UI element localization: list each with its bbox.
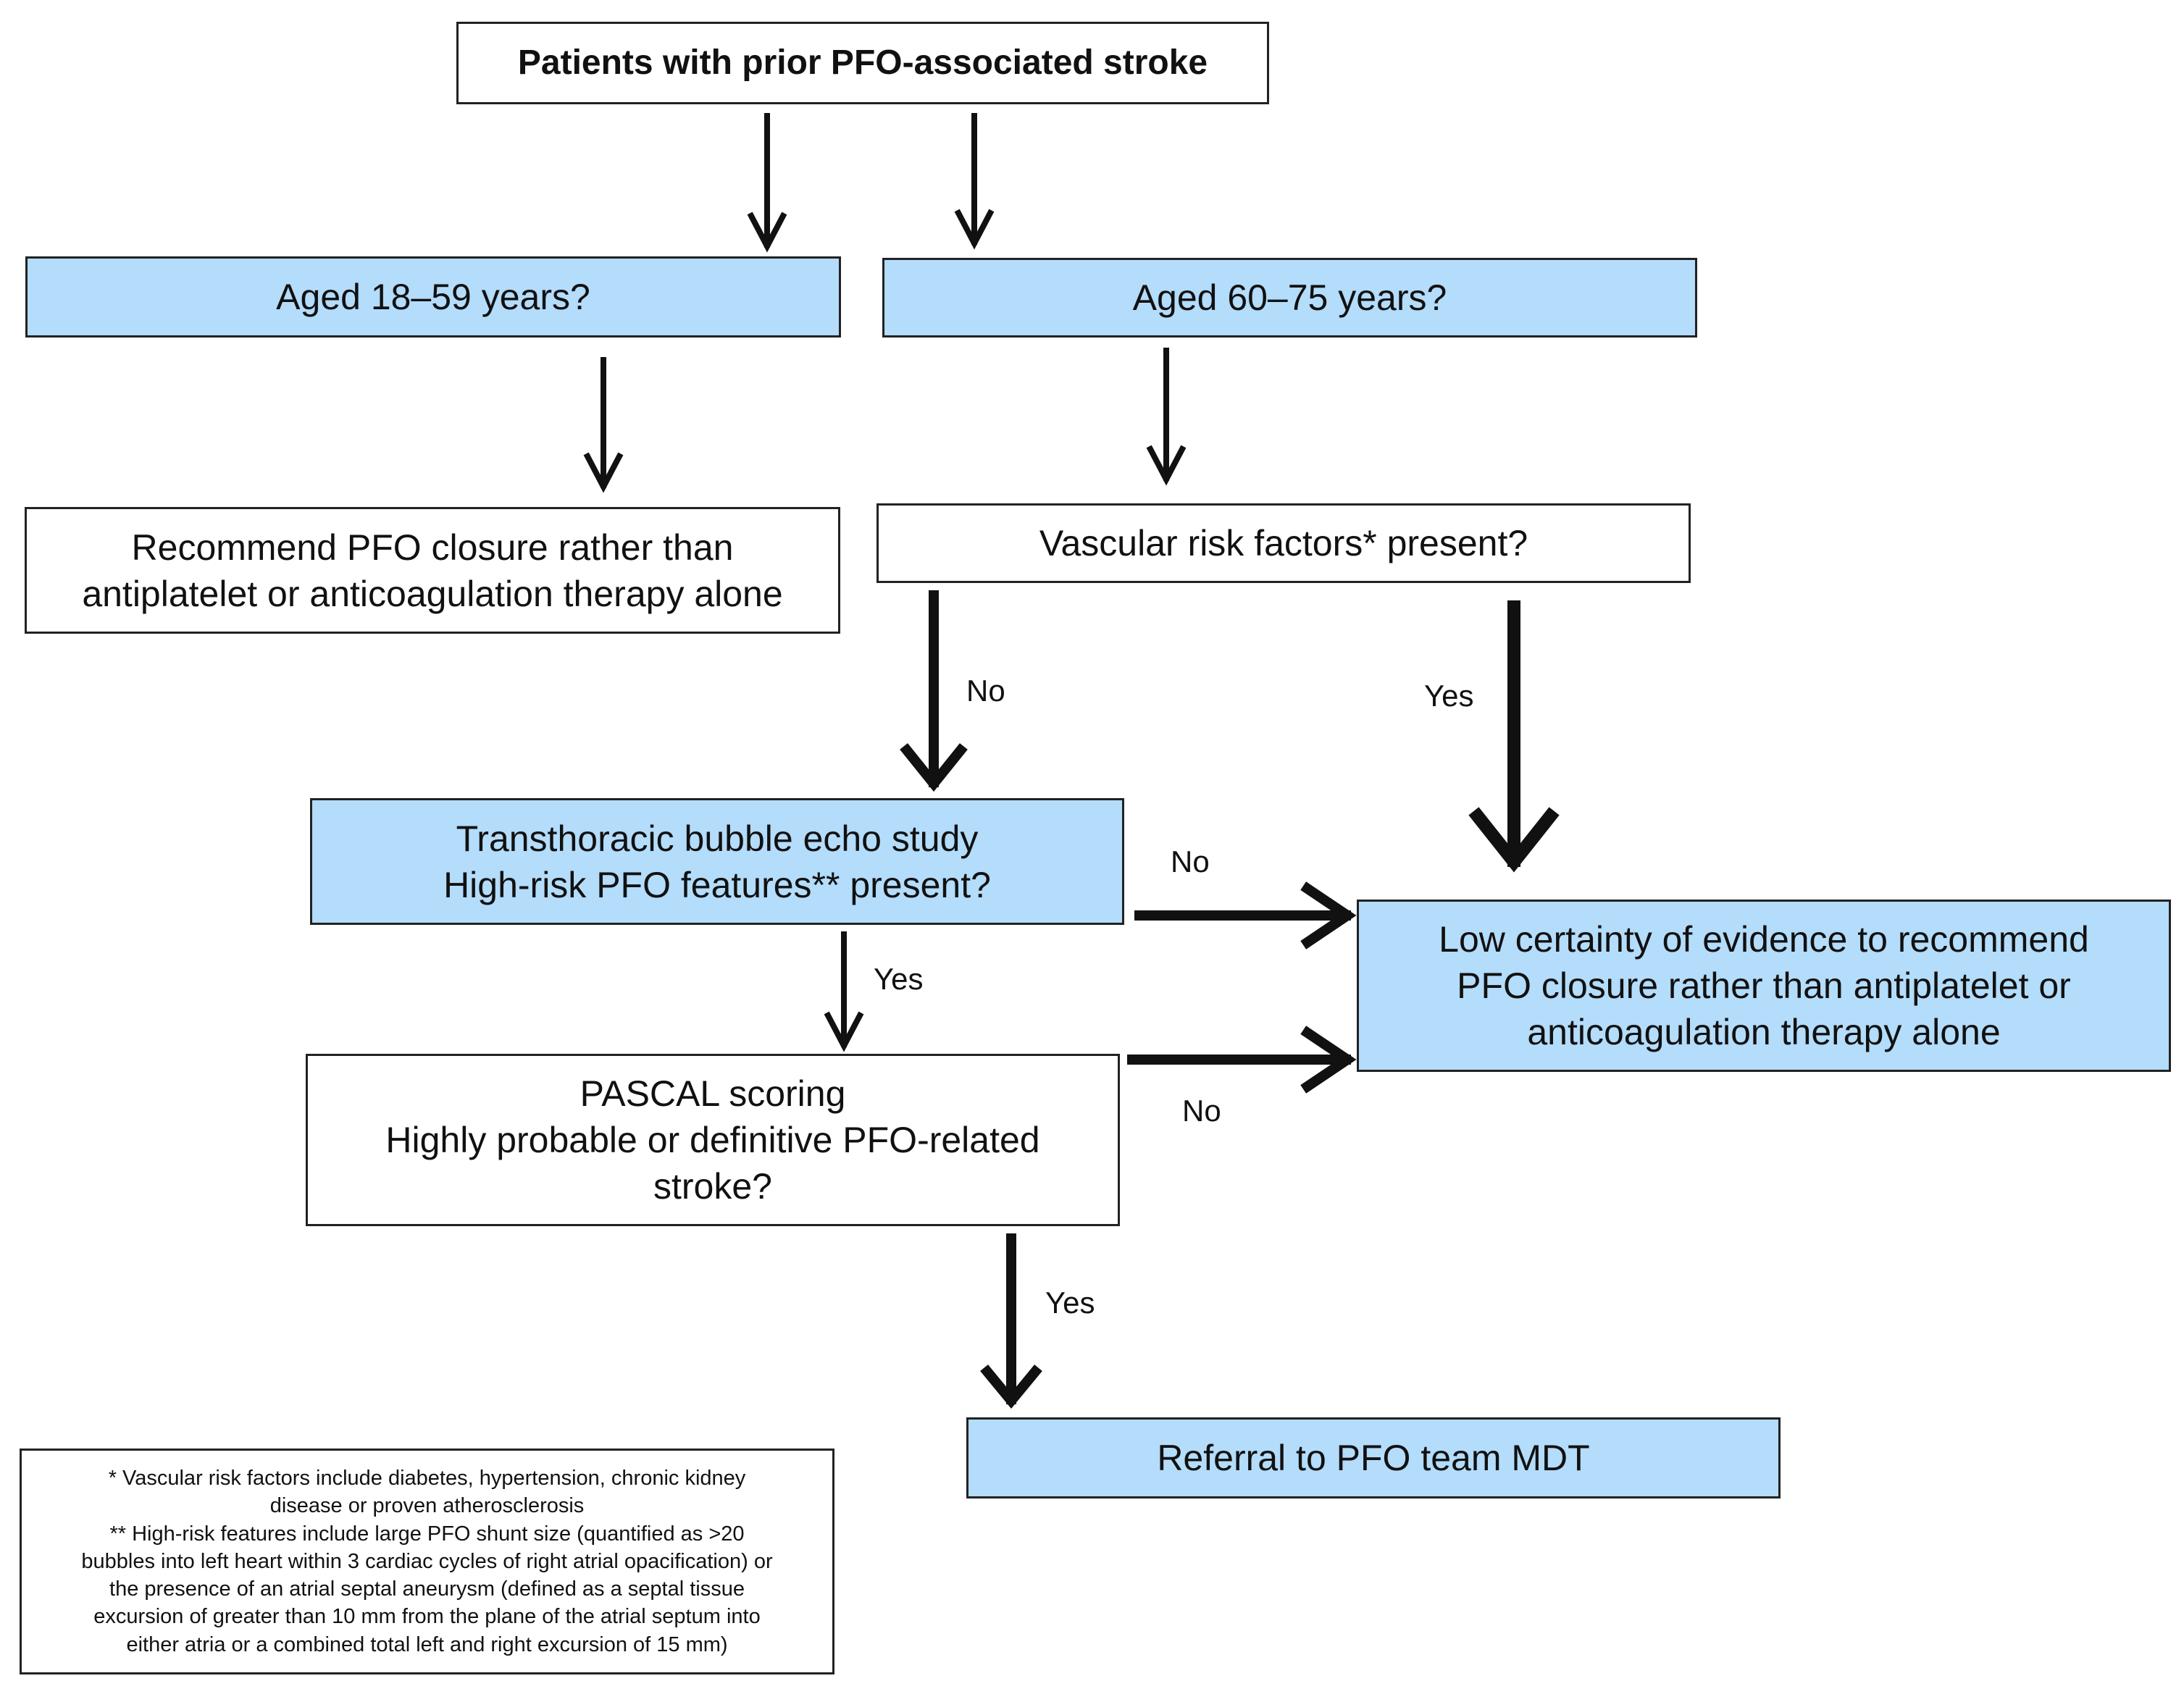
footnote-line-7: either atria or a combined total left an… bbox=[126, 1632, 728, 1656]
footnote-line-4: bubbles into left heart within 3 cardiac… bbox=[81, 1549, 773, 1573]
recommend-closure-line-1: Recommend PFO closure rather than bbox=[131, 527, 734, 568]
recommend-closure-node: Recommend PFO closure rather than antipl… bbox=[25, 507, 840, 634]
pascal-scoring-line-2: Highly probable or definitive PFO-relate… bbox=[385, 1120, 1040, 1160]
arrow-age-old-to-vascular bbox=[1146, 348, 1187, 486]
echo-no-label: No bbox=[1171, 844, 1210, 879]
vascular-no-label: No bbox=[966, 674, 1005, 708]
age-60-75-text: Aged 60–75 years? bbox=[1132, 277, 1447, 318]
echo-study-line-2: High-risk PFO features** present? bbox=[443, 864, 991, 905]
footnote-line-2: disease or proven atherosclerosis bbox=[269, 1494, 585, 1518]
age-18-59-node: Aged 18–59 years? bbox=[25, 256, 841, 338]
low-certainty-line-2: PFO closure rather than antiplatelet or bbox=[1457, 965, 2071, 1006]
footnote-line-5: the presence of an atrial septal aneurys… bbox=[109, 1577, 745, 1601]
pascal-no-label: No bbox=[1182, 1094, 1221, 1128]
start-node-text: Patients with prior PFO-associated strok… bbox=[517, 43, 1208, 83]
arrow-echo-yes-to-pascal bbox=[824, 931, 864, 1052]
arrow-start-to-age-old bbox=[954, 113, 995, 250]
arrow-pascal-no-to-low-certainty bbox=[1127, 1026, 1357, 1094]
referral-text: Referral to PFO team MDT bbox=[1157, 1438, 1590, 1478]
vascular-yes-label: Yes bbox=[1424, 679, 1474, 713]
footnote-line-1: * Vascular risk factors include diabetes… bbox=[108, 1467, 746, 1491]
echo-yes-label: Yes bbox=[874, 962, 924, 996]
low-certainty-node: Low certainty of evidence to recommend P… bbox=[1357, 900, 2171, 1072]
referral-node: Referral to PFO team MDT bbox=[966, 1417, 1781, 1498]
pascal-scoring-line-3: stroke? bbox=[653, 1166, 772, 1207]
arrow-start-to-age-young bbox=[747, 113, 787, 253]
arrow-vascular-yes-to-low-certainty bbox=[1468, 600, 1560, 873]
low-certainty-line-3: anticoagulation therapy alone bbox=[1527, 1012, 2001, 1052]
pascal-scoring-node: PASCAL scoring Highly probable or defini… bbox=[306, 1054, 1120, 1226]
low-certainty-line-1: Low certainty of evidence to recommend bbox=[1439, 919, 2089, 960]
pascal-scoring-line-1: PASCAL scoring bbox=[580, 1073, 846, 1114]
arrow-vascular-no-to-echo bbox=[900, 590, 968, 792]
recommend-closure-line-2: antiplatelet or anticoagulation therapy … bbox=[82, 573, 783, 614]
vascular-risk-node: Vascular risk factors* present? bbox=[876, 503, 1691, 583]
footnote-line-3: ** High-risk features include large PFO … bbox=[109, 1522, 745, 1546]
vascular-risk-text: Vascular risk factors* present? bbox=[1039, 523, 1528, 563]
arrow-echo-no-to-low-certainty bbox=[1134, 881, 1357, 949]
echo-study-line-1: Transthoracic bubble echo study bbox=[456, 818, 979, 859]
pascal-yes-label: Yes bbox=[1045, 1286, 1095, 1320]
age-18-59-text: Aged 18–59 years? bbox=[276, 277, 590, 317]
footnote-box: * Vascular risk factors include diabetes… bbox=[20, 1449, 834, 1674]
arrow-age-young-to-recommend bbox=[583, 357, 624, 493]
arrow-pascal-yes-to-referral bbox=[980, 1233, 1042, 1409]
age-60-75-node: Aged 60–75 years? bbox=[882, 258, 1697, 338]
footnote-line-6: excursion of greater than 10 mm from the… bbox=[93, 1605, 761, 1629]
start-node: Patients with prior PFO-associated strok… bbox=[456, 22, 1269, 104]
echo-study-node: Transthoracic bubble echo study High-ris… bbox=[310, 798, 1124, 925]
